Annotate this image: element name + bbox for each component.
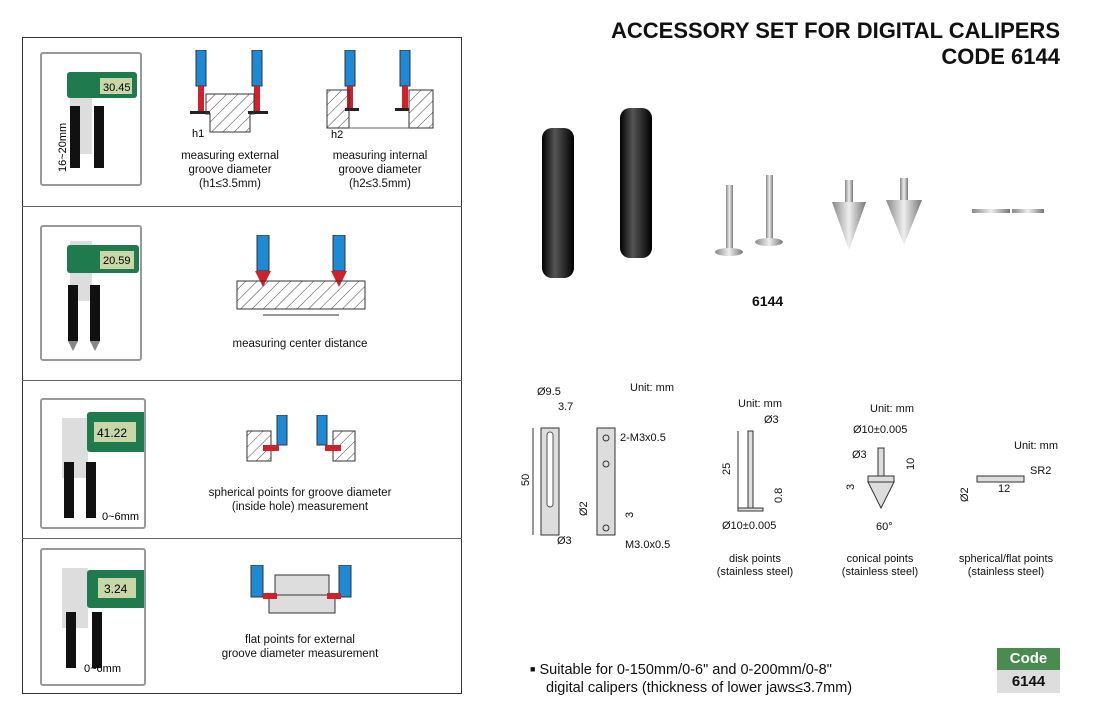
lcd-reading: 20.59 xyxy=(103,255,131,267)
caption-line: groove diameter measurement xyxy=(221,648,379,660)
lcd-reading: 41.22 xyxy=(97,426,127,440)
disk-points-drawing: Unit: mm Ø3 25 0.8 Ø10±0.005 disk points… xyxy=(717,398,793,578)
spherical-groove-diagram xyxy=(246,415,356,462)
title-line-1: ACCESSORY SET FOR DIGITAL CALIPERS xyxy=(610,18,1060,43)
caliper-photo: 3.24 0~6mm xyxy=(40,548,146,686)
holder-drawing: Unit: mm Ø9.5 3.7 50 Ø3 Ø2 3 2-M3x0.5 M3… xyxy=(520,382,674,551)
dim-label: Ø9.5 xyxy=(537,386,561,398)
spherical-points-drawing: Unit: mm SR2 12 Ø2 spherical/flat points… xyxy=(959,440,1058,578)
code-header: Code xyxy=(997,648,1060,670)
h1-label: h1 xyxy=(192,128,204,140)
caption-line: disk points xyxy=(729,553,781,565)
dim-label: Ø2 xyxy=(578,501,590,516)
dim-label: M3.0x0.5 xyxy=(625,539,670,551)
caption-line: (stainless steel) xyxy=(968,566,1044,578)
caption-line: spherical/flat points xyxy=(959,553,1054,565)
caption-line: flat points for external xyxy=(245,634,355,646)
caliper-photo: 20.59 xyxy=(40,225,142,361)
conical-points-drawing: Unit: mm Ø10±0.005 Ø3 10 3 60° conical p… xyxy=(842,403,918,578)
product-photo xyxy=(542,108,1044,278)
caliper-photo: 41.22 0~6mm xyxy=(40,398,146,529)
caption-internal-groove: measuring internal groove diameter (h2≤3.5… xyxy=(310,149,450,191)
caption-line: (h2≤3.5mm) xyxy=(349,178,411,190)
caption-line: groove diameter xyxy=(338,164,422,176)
dim-label: 50 xyxy=(520,474,532,486)
dim-label: 60° xyxy=(876,521,893,533)
caption-flat: flat points for external groove diameter … xyxy=(190,633,410,661)
dim-label: 3 xyxy=(845,484,857,490)
lcd-reading: 30.45 xyxy=(103,82,131,94)
dimension-label: 0~6mm xyxy=(102,511,139,523)
center-distance-diagram xyxy=(236,235,366,316)
flat-groove-diagram xyxy=(250,565,352,614)
caption-line: (stainless steel) xyxy=(717,566,793,578)
caption-external-groove: measuring external groove diameter (h1≤3.5… xyxy=(160,149,300,191)
unit-label: Unit: mm xyxy=(630,382,674,394)
unit-label: Unit: mm xyxy=(1014,440,1058,452)
usage-panel xyxy=(22,37,462,694)
divider xyxy=(22,206,462,207)
dim-label: Ø3 xyxy=(852,449,867,461)
internal-groove-diagram: h2 xyxy=(326,50,434,141)
dim-label: 10 xyxy=(905,458,917,470)
dim-label: 2-M3x0.5 xyxy=(620,432,666,444)
title-line-2: CODE 6144 xyxy=(941,44,1060,69)
caption-line: measuring external xyxy=(181,150,279,162)
external-groove-diagram: h1 xyxy=(190,50,268,140)
caption-line: (inside hole) measurement xyxy=(231,501,369,513)
dim-label: Ø10±0.005 xyxy=(722,520,776,532)
code-value: 6144 xyxy=(997,670,1060,693)
caption-line: (stainless steel) xyxy=(842,566,918,578)
compatibility-note: ■ Suitable for 0-150mm/0-6" and 0-200mm/… xyxy=(530,662,853,696)
divider xyxy=(22,538,462,539)
dim-label: 25 xyxy=(721,463,733,475)
dimension-label: 0~6mm xyxy=(84,663,121,675)
caption-spherical: spherical points for groove diameter (ins… xyxy=(190,486,410,514)
unit-label: Unit: mm xyxy=(870,403,914,415)
unit-label: Unit: mm xyxy=(738,398,782,410)
divider xyxy=(22,380,462,381)
lcd-reading: 3.24 xyxy=(104,582,128,596)
dim-label: Ø3 xyxy=(764,414,779,426)
dim-label: 3 xyxy=(624,512,636,518)
dimension-label: 16~20mm xyxy=(57,123,69,172)
h2-label: h2 xyxy=(331,129,343,141)
dim-label: Ø10±0.005 xyxy=(853,424,907,436)
caption-line: spherical points for groove diameter xyxy=(208,487,392,499)
dim-label: Ø2 xyxy=(959,487,971,502)
caption-center-distance: measuring center distance xyxy=(232,338,368,350)
caption-line: measuring internal xyxy=(332,150,428,162)
product-code-label: 6144 xyxy=(752,293,784,309)
bullet-line: digital calipers (thickness of lower jaw… xyxy=(546,680,853,696)
bullet-line: Suitable for 0-150mm/0-6" and 0-200mm/0-… xyxy=(539,662,832,678)
caliper-photo: 30.45 16~20mm xyxy=(40,52,142,186)
caption-line: groove diameter xyxy=(188,164,272,176)
dim-label: Ø3 xyxy=(557,535,572,547)
caption-line: (h1≤3.5mm) xyxy=(199,178,261,190)
dim-label: 12 xyxy=(998,483,1010,495)
dim-label: 3.7 xyxy=(558,401,573,413)
dim-label: SR2 xyxy=(1030,465,1051,477)
dim-label: 0.8 xyxy=(773,488,785,503)
caption-line: conical points xyxy=(847,553,914,565)
